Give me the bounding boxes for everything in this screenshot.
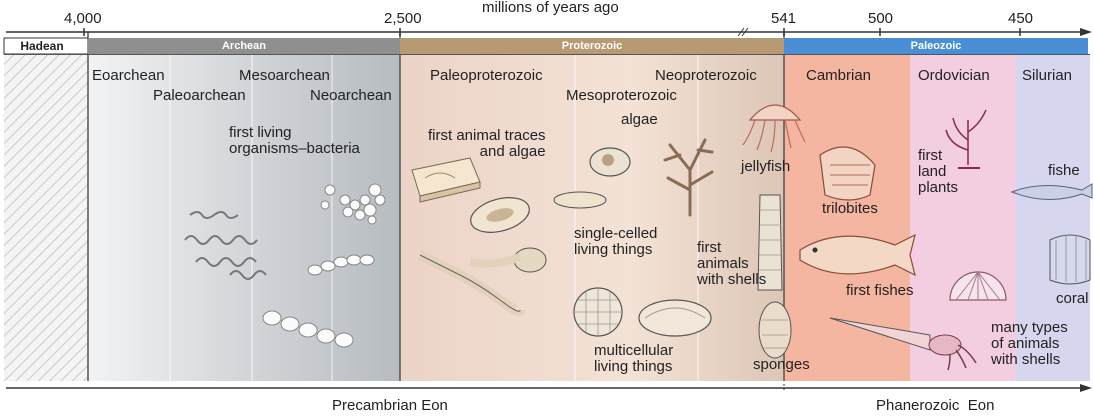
first-shells-label: first animals with shells bbox=[697, 240, 766, 288]
paleoarchean-label: Paleoarchean bbox=[153, 88, 246, 104]
jellyfish-label: jellyfish bbox=[741, 159, 790, 175]
paleozoic-label: Paleozoic bbox=[784, 39, 1088, 53]
tick-500: 500 bbox=[868, 11, 893, 27]
mesoarchean-label: Mesoarchean bbox=[239, 68, 330, 84]
fishes-label: fishe bbox=[1048, 163, 1080, 179]
coral-icon bbox=[1050, 235, 1090, 284]
coral-label: coral bbox=[1056, 291, 1089, 307]
tick-4000: 4,000 bbox=[64, 11, 102, 27]
first-fishes-label: first fishes bbox=[846, 283, 914, 299]
multicellular-shell-icon bbox=[639, 300, 711, 336]
first-land-plants-label: first land plants bbox=[918, 148, 958, 196]
eoarchean-label: Eoarchean bbox=[92, 68, 165, 84]
neoarchean-label: Neoarchean bbox=[310, 88, 392, 104]
many-types-label: many types of animals with shells bbox=[991, 320, 1068, 368]
archean-label: Archean bbox=[88, 39, 400, 53]
sponge-icon bbox=[759, 302, 791, 358]
radiolarian-icon bbox=[574, 288, 622, 336]
mesoproterozoic-label: Mesoproterozoic bbox=[566, 88, 677, 104]
paleoproterozoic-label: Paleoproterozoic bbox=[430, 68, 543, 84]
single-celled-label: single-celled living things bbox=[574, 226, 657, 258]
phanerozoic-eon-label: Phanerozoic Eon bbox=[876, 398, 994, 414]
algae-label: algae bbox=[621, 112, 658, 128]
hadean-label: Hadean bbox=[4, 39, 80, 53]
trilobites-label: trilobites bbox=[822, 201, 878, 217]
axis-title: millions of years ago bbox=[482, 0, 619, 16]
cambrian-label: Cambrian bbox=[806, 68, 871, 84]
first-traces-label: first animal traces and algae bbox=[428, 128, 546, 160]
sponges-label: sponges bbox=[753, 357, 810, 373]
silurian-label: Silurian bbox=[1022, 68, 1072, 84]
precambrian-eon-label: Precambrian Eon bbox=[332, 398, 448, 414]
tick-541: 541 bbox=[771, 11, 796, 27]
first-living-label: first living organisms–bacteria bbox=[229, 125, 360, 157]
tick-450: 450 bbox=[1008, 11, 1033, 27]
neoproterozoic-label: Neoproterozoic bbox=[655, 68, 757, 84]
tick-2500: 2,500 bbox=[384, 11, 422, 27]
multicellular-label: multicellular living things bbox=[594, 343, 673, 375]
proterozoic-label: Proterozoic bbox=[400, 39, 784, 53]
ordovician-label: Ordovician bbox=[918, 68, 990, 84]
hadean-band bbox=[4, 55, 88, 381]
